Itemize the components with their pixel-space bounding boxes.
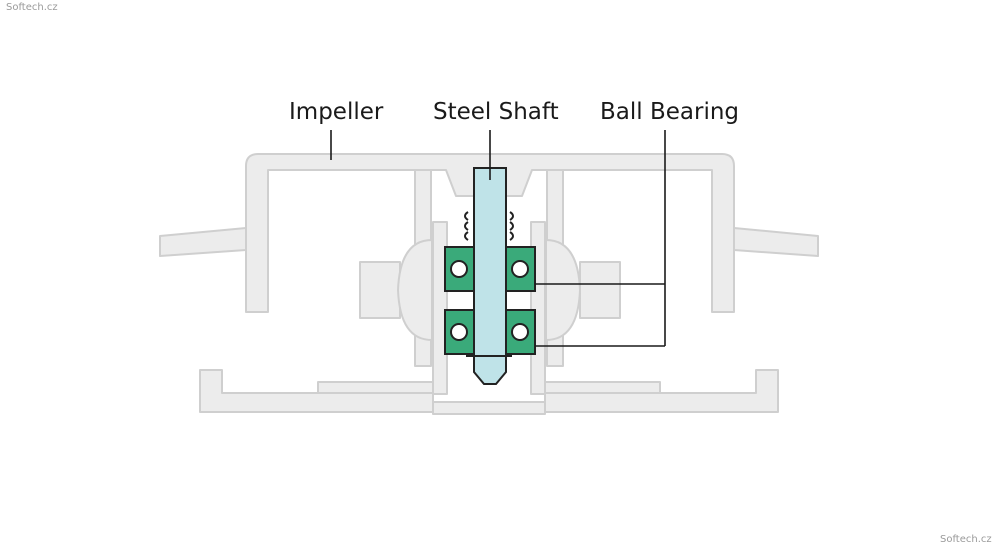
spring-coil [464, 211, 514, 241]
ball-bottom-right [511, 323, 529, 341]
left-blade [159, 227, 247, 257]
impeller-label: Impeller [289, 99, 384, 125]
steel-shaft [473, 167, 507, 385]
watermark-top-left: Softech.cz [6, 2, 58, 13]
ball-top-left [450, 260, 468, 278]
base-left-step [317, 381, 434, 394]
magnet-left [359, 261, 401, 319]
base-center-plate [432, 401, 546, 415]
magnet-right [579, 261, 621, 319]
coil-left [397, 239, 433, 341]
coil-right [545, 239, 581, 341]
steel-shaft-label: Steel Shaft [433, 99, 559, 125]
right-blade [733, 227, 819, 257]
ball-bottom-left [450, 323, 468, 341]
watermark-bottom-right: Softech.cz [940, 534, 992, 545]
ball-bearing-label: Ball Bearing [600, 99, 740, 125]
ball-top-right [511, 260, 529, 278]
bearing-leader [535, 130, 666, 347]
base-right-step [544, 381, 661, 394]
